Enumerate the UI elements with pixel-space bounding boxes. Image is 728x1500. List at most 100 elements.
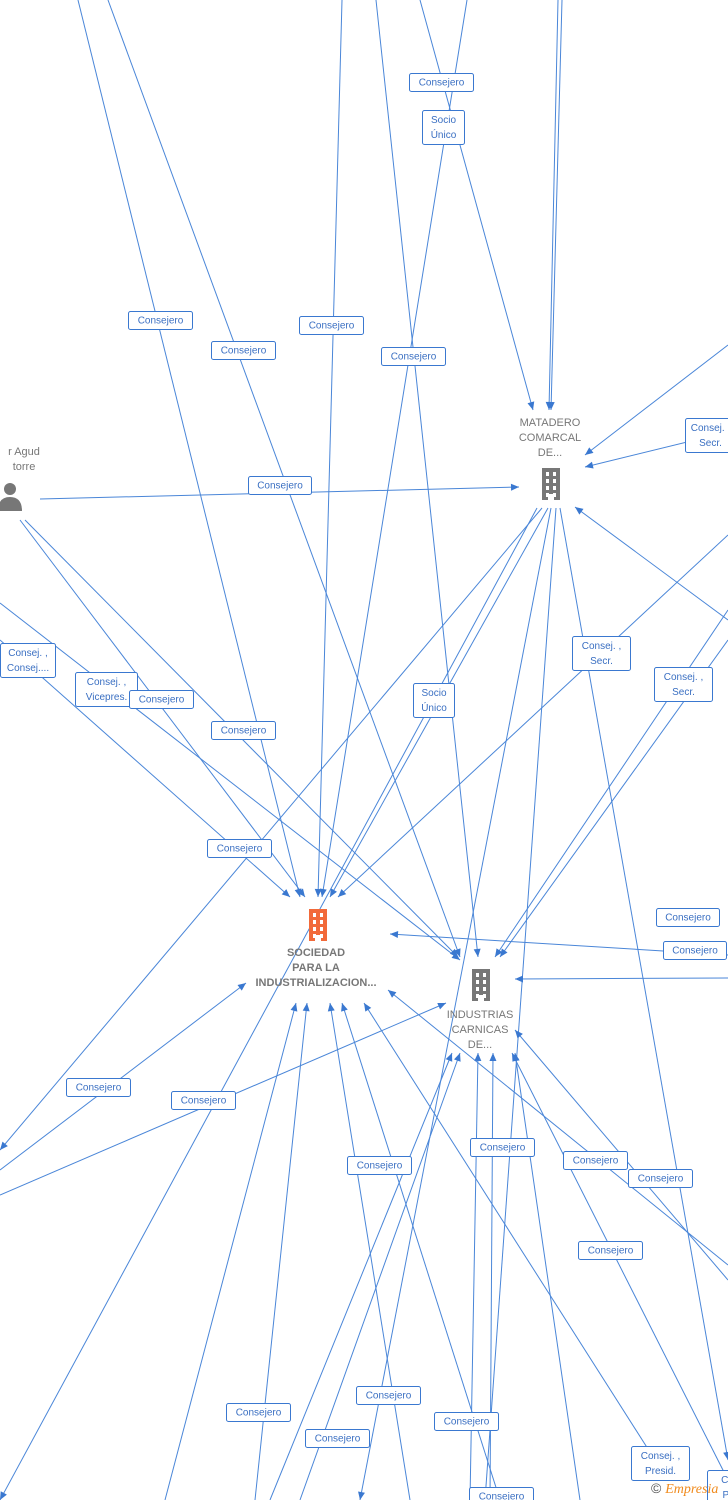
arrowhead-9 [585,447,594,455]
arrowhead-30 [290,1003,298,1012]
edge-label-box [128,311,193,330]
edge-line-3 [317,0,343,898]
edge-label-text: Consejero [357,1161,403,1172]
edge-label-box [211,721,276,740]
edge-label-box [563,1151,628,1170]
edge-label-30[interactable]: Consej. ,Presid. [631,1446,690,1481]
edge-line-21 [0,507,538,1500]
edge-label-22[interactable]: Consejero [347,1156,412,1175]
arrowhead-12 [297,888,305,897]
edge-label-12[interactable]: Consej. ,Secr. [572,636,631,671]
edge-label-text: Consejero [444,1417,490,1428]
edge-label-10[interactable]: Consej. ,Vicepres. [75,672,138,707]
building-window [483,980,486,984]
arrowhead-15 [281,889,290,897]
edge-label-box [0,643,56,678]
edge-label-text: Consej. , [8,648,47,659]
building-window [476,973,479,977]
edge-label-29[interactable]: Consejero [305,1429,370,1448]
arrowhead-16 [0,1141,8,1150]
edge-label-text: Secr. [699,438,722,449]
edge-label-text: Consej. , [664,672,703,683]
edge-label-17[interactable]: Consejero [656,908,720,927]
edge-label-5[interactable]: Consejero [211,341,276,360]
edge-label-15[interactable]: Consejero [211,721,276,740]
building-window [313,920,316,924]
edge-label-18[interactable]: Consejero [663,941,727,960]
edge-label-text: Socio [431,115,456,126]
edge-label-box [663,941,727,960]
edge-label-4[interactable]: Consejero [299,316,364,335]
node-label-person: r Agud [8,446,40,458]
edge-label-text: Consejero [138,316,184,327]
building-window [320,913,323,917]
building-window [320,927,323,931]
building-window [313,927,316,931]
edge-label-box [207,839,272,858]
edge-label-28[interactable]: Consejero [434,1412,499,1431]
edge-label-text: Consejero [257,481,303,492]
node-label-sociedad: INDUSTRIALIZACION... [256,977,377,989]
edge-label-31[interactable]: Consejero [469,1487,534,1500]
edge-label-16[interactable]: Consejero [207,839,272,858]
edge-label-8[interactable]: Consejero [248,476,312,495]
edge-label-11[interactable]: Consejero [129,690,194,709]
edge-label-27[interactable]: Consejero [356,1386,421,1405]
building-window [483,973,486,977]
node-label-sociedad: SOCIEDAD [287,947,345,959]
edge-label-text: Consejero [76,1083,122,1094]
edge-label-7[interactable]: Consej. ,Secr. [685,418,728,453]
edge-label-box [305,1429,370,1448]
edge-line-6 [321,0,468,898]
node-label-industrias: DE... [468,1039,492,1051]
edge-label-box [422,110,465,145]
building-window [553,472,556,476]
arrowhead-29 [437,1002,446,1010]
edge-label-box [356,1386,421,1405]
node-matadero[interactable]: MATADEROCOMARCALDE... [519,417,581,500]
edge-label-25[interactable]: Consejero [578,1241,643,1260]
building-window [553,486,556,490]
edge-label-box [469,1487,534,1500]
edge-label-text: Consejero [573,1156,619,1167]
edge-label-box [578,1241,643,1260]
building-window [320,920,323,924]
arrowhead-3 [314,888,322,897]
edge-line-1 [77,0,301,898]
edge-label-24[interactable]: Consejero [628,1169,693,1188]
copyright-symbol: © [651,1480,662,1496]
edge-line-5 [419,0,534,411]
edge-label-21[interactable]: Consejero [470,1138,535,1157]
arrowhead-22 [338,888,347,897]
edge-label-3[interactable]: Consejero [128,311,193,330]
edge-label-23[interactable]: Consejero [563,1151,628,1170]
edge-label-text: Consejero [588,1246,634,1257]
edge-line-40 [514,1052,581,1500]
edge-label-text: Consejero [139,695,185,706]
building-window [546,493,549,497]
edge-label-26[interactable]: Consejero [226,1403,291,1422]
arrowheads-layer [0,401,728,1500]
edge-label-13[interactable]: Consej. , Secr. [654,667,713,702]
arrowhead-10 [585,461,594,469]
edge-label-9[interactable]: Consej. ,Consej.... [0,643,56,678]
building-window [476,987,479,991]
edge-label-20[interactable]: Consejero [171,1091,236,1110]
edge-line-23 [574,506,728,621]
edge-label-6[interactable]: Consejero [381,347,446,366]
edge-line-22 [337,534,728,898]
node-industrias[interactable]: INDUSTRIASCARNICASDE... [447,969,514,1051]
edge-label-19[interactable]: Consejero [66,1078,131,1097]
arrowhead-14 [451,952,460,960]
edge-line-42 [511,1052,728,1481]
edge-label-text: Consejero [672,946,718,957]
edge-label-text: Secr. [672,687,695,698]
building-window [476,994,479,998]
edge-label-1[interactable]: Consejero [409,73,474,92]
edge-label-text: Consejero [236,1408,282,1419]
edge-line-19 [484,507,557,1500]
